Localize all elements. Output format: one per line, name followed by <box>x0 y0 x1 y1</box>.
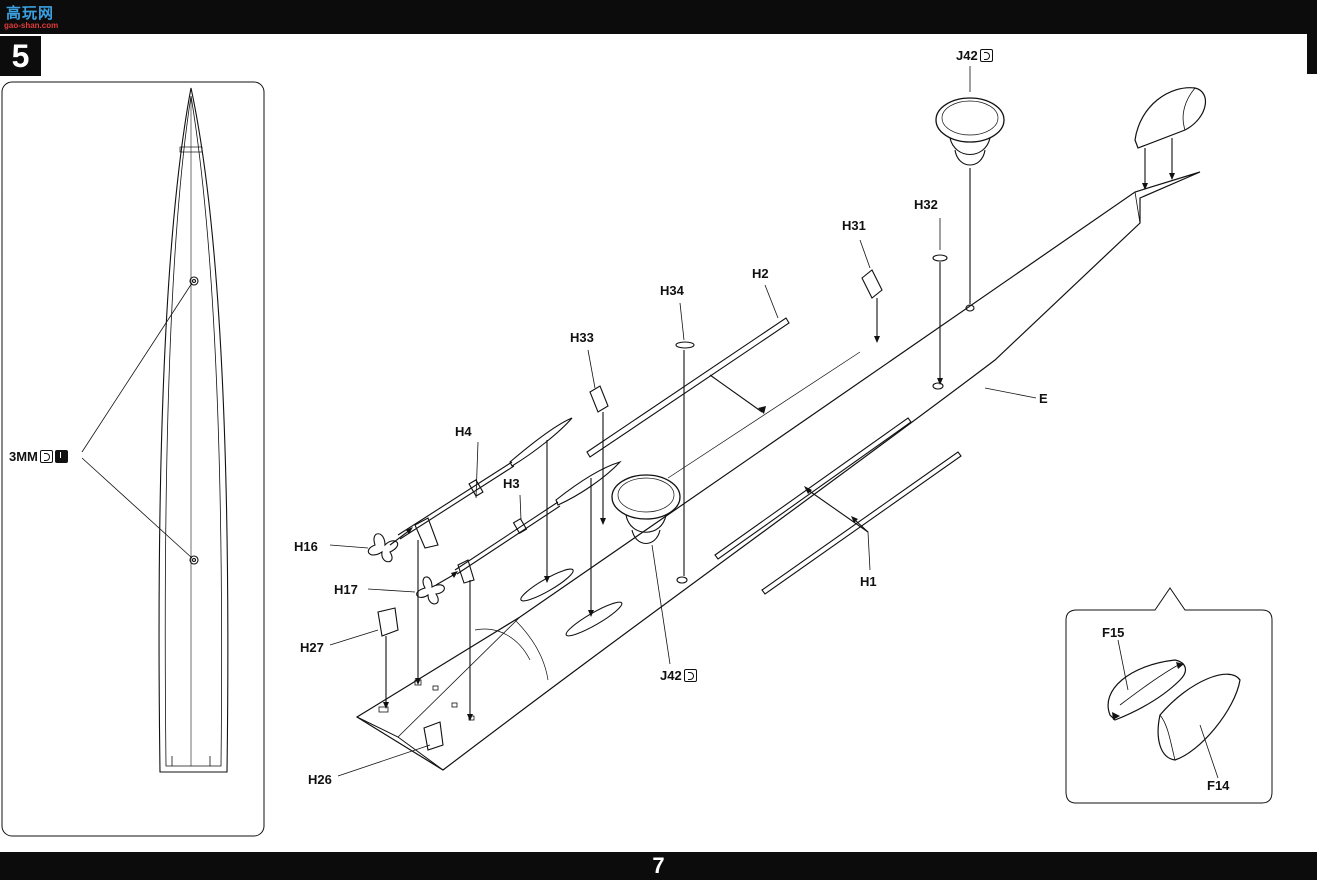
part-H32 <box>932 218 948 390</box>
site-logo: 高玩网 gao-shan.com <box>4 2 68 34</box>
part-J42-bottom <box>611 474 681 665</box>
part-J42-top <box>935 66 1005 312</box>
leader-drill-aft <box>81 457 193 559</box>
label-H31: H31 <box>842 218 866 233</box>
label-H4: H4 <box>455 424 472 439</box>
part-H1 <box>714 417 962 595</box>
label-text: J42 <box>660 668 682 683</box>
label-J42-bottom: J42 <box>660 668 697 683</box>
part-H26 <box>337 721 444 777</box>
drill-hole-aft-center <box>191 557 197 563</box>
part-H16 <box>329 527 413 563</box>
label-H16: H16 <box>294 539 318 554</box>
label-text: 3MM <box>9 449 38 464</box>
top-bar <box>0 0 1317 34</box>
logo-url: gao-shan.com <box>4 21 59 30</box>
cement-icon <box>39 450 53 463</box>
label-H2: H2 <box>752 266 769 281</box>
hull-inner-outline <box>164 95 223 767</box>
part-H3 <box>454 460 622 721</box>
step-number: 5 <box>0 36 41 76</box>
cement-icon <box>979 49 993 62</box>
part-H4 <box>397 417 573 685</box>
hull-part-E <box>355 171 1201 771</box>
label-H32: H32 <box>914 197 938 212</box>
label-text: J42 <box>956 48 978 63</box>
label-F15: F15 <box>1102 625 1125 640</box>
label-J42-top: J42 <box>956 48 993 63</box>
part-H33 <box>587 349 609 525</box>
label-H26: H26 <box>308 772 332 787</box>
leader-drill-fore <box>81 282 193 453</box>
part-H31 <box>859 239 883 343</box>
detail-panel <box>1065 587 1273 804</box>
label-H3: H3 <box>503 476 520 491</box>
label-drill-3mm: 3MM <box>9 449 68 464</box>
leader-E <box>984 387 1037 399</box>
logo-text: 高玩网 <box>6 5 55 22</box>
hull-outline <box>158 87 229 773</box>
part-H27 <box>329 607 399 709</box>
label-H1: H1 <box>860 574 877 589</box>
part-H17 <box>367 571 458 605</box>
drill-icon <box>54 450 68 463</box>
bow-detail <box>179 146 203 153</box>
top-view-panel <box>1 81 265 837</box>
label-H34: H34 <box>660 283 684 298</box>
part-H34 <box>675 302 695 584</box>
page-number: 7 <box>652 853 665 878</box>
label-H27: H27 <box>300 640 324 655</box>
bottom-bar <box>0 852 1317 880</box>
label-H33: H33 <box>570 330 594 345</box>
label-H17: H17 <box>334 582 358 597</box>
page-edge-mark <box>1307 34 1317 74</box>
inset-frame <box>1 81 265 837</box>
bow-dome-part <box>1134 87 1206 190</box>
cement-icon <box>683 669 697 682</box>
drill-hole-aft <box>189 555 199 565</box>
part-H2 <box>586 284 861 479</box>
drill-hole-fore <box>189 276 199 286</box>
label-E: E <box>1039 391 1048 406</box>
label-F14: F14 <box>1207 778 1230 793</box>
drill-hole-fore-center <box>191 278 197 284</box>
